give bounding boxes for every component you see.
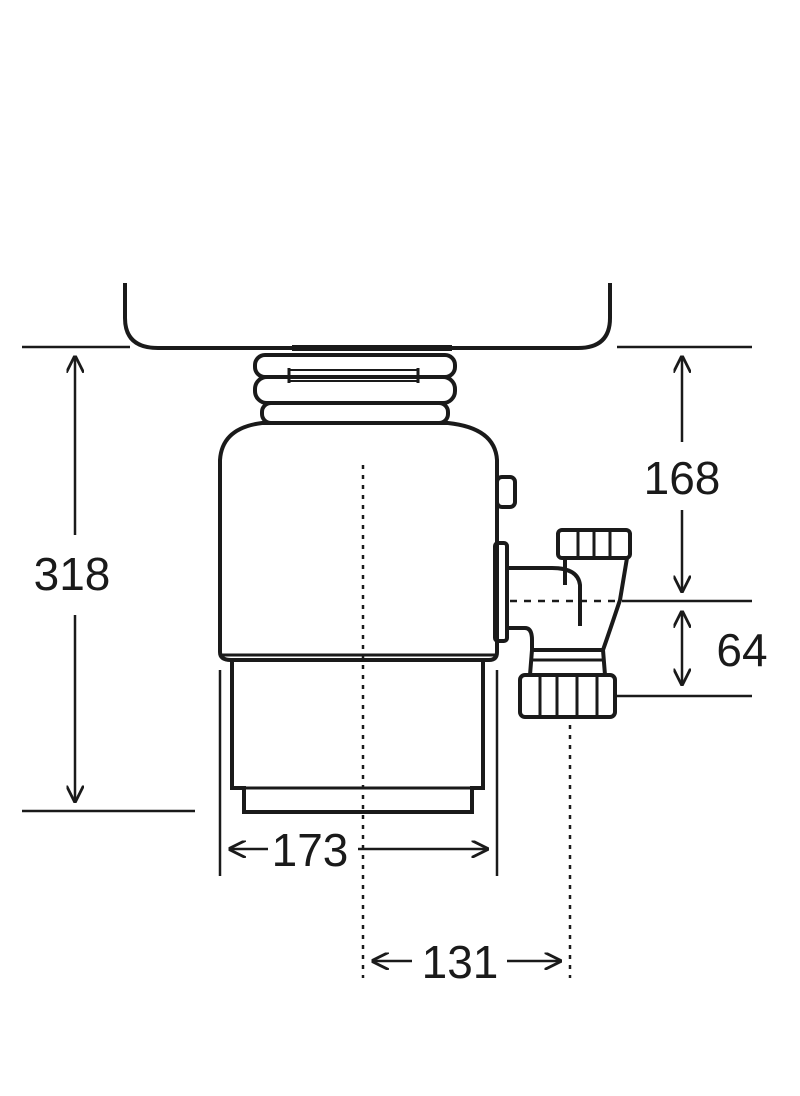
sink-flange: [292, 345, 452, 351]
mounting-ring: [253, 353, 457, 425]
dimension-173: 173: [230, 824, 487, 876]
disposer-body: [218, 421, 499, 662]
extension-lines: [22, 345, 752, 876]
dimension-168-label: 168: [644, 452, 721, 504]
dimension-168: 168: [644, 357, 721, 591]
reset-button: [495, 475, 517, 509]
dimension-64: 64: [682, 612, 768, 684]
sink-basin: [123, 283, 612, 350]
dimension-64-label: 64: [716, 624, 767, 676]
dimension-131-label: 131: [422, 936, 499, 988]
outlet-trap: [493, 528, 632, 719]
dimension-131: 131: [373, 936, 560, 988]
dimension-173-label: 173: [272, 824, 349, 876]
dimension-318-label: 318: [34, 548, 111, 600]
dimension-318: 318: [34, 357, 111, 801]
